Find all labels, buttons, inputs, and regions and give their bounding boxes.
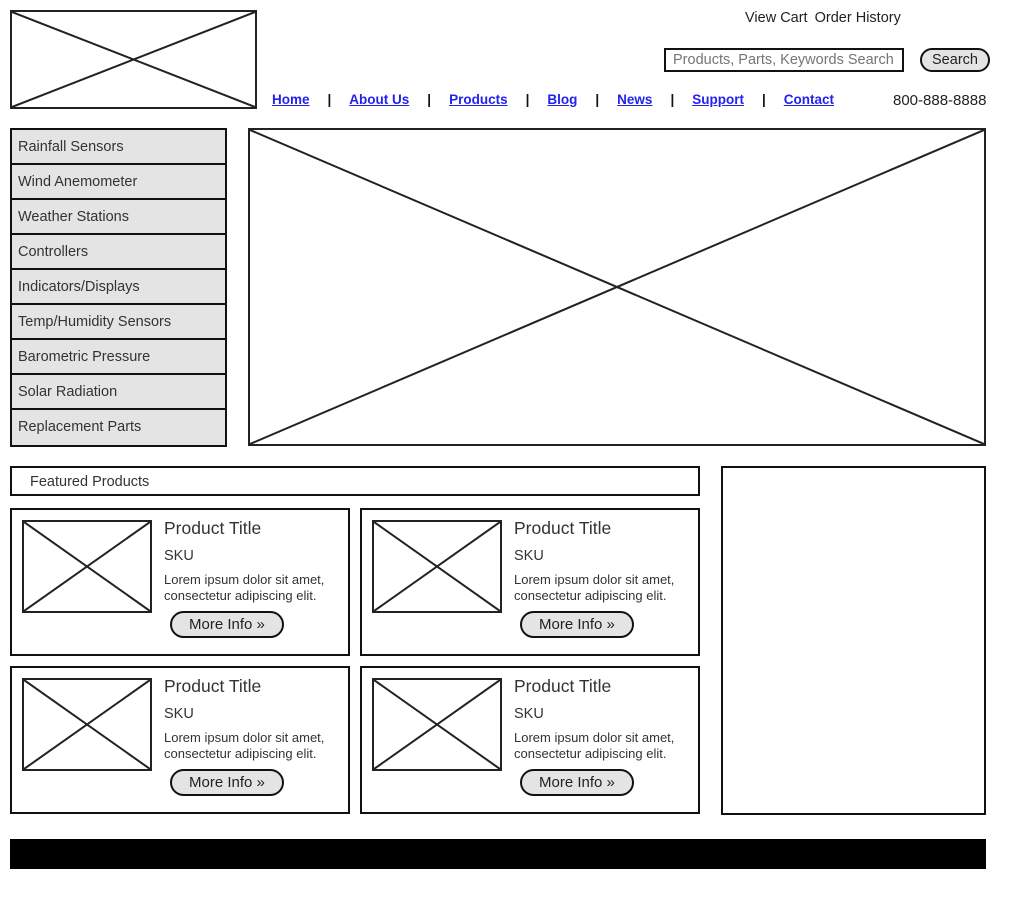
nav-item-blog[interactable]: Blog [547, 92, 578, 107]
image-placeholder-cross-icon [374, 680, 500, 769]
product-thumbnail-placeholder[interactable] [372, 520, 502, 613]
featured-products-header: Featured Products [10, 466, 700, 496]
sidebar-item-replacement-parts[interactable]: Replacement Parts [12, 410, 225, 445]
product-thumbnail-placeholder[interactable] [22, 678, 152, 771]
main-navigation: Home | About Us | Products | Blog | News… [272, 92, 834, 107]
product-description: Lorem ipsum dolor sit amet, consectetur … [514, 730, 675, 761]
product-card-body: Product Title SKU Lorem ipsum dolor sit … [164, 675, 340, 796]
order-history-link[interactable]: Order History [814, 10, 901, 26]
product-description: Lorem ipsum dolor sit amet, consectetur … [514, 572, 675, 603]
sidebar-item-indicators-displays[interactable]: Indicators/Displays [12, 270, 225, 305]
product-thumbnail-placeholder[interactable] [372, 678, 502, 771]
more-info-button[interactable]: More Info » [170, 769, 284, 796]
sidebar-item-temp-humidity-sensors[interactable]: Temp/Humidity Sensors [12, 305, 225, 340]
hero-banner-placeholder[interactable] [248, 128, 986, 446]
product-sku: SKU [514, 706, 544, 722]
nav-item-support[interactable]: Support [692, 92, 744, 107]
more-info-button[interactable]: More Info » [520, 769, 634, 796]
product-card-body: Product Title SKU Lorem ipsum dolor sit … [164, 517, 340, 638]
nav-separator: | [595, 92, 600, 107]
product-thumbnail-placeholder[interactable] [22, 520, 152, 613]
product-sku: SKU [164, 548, 194, 564]
sidebar-item-solar-radiation[interactable]: Solar Radiation [12, 375, 225, 410]
product-card[interactable]: Product Title SKU Lorem ipsum dolor sit … [10, 508, 350, 656]
sidebar-item-barometric-pressure[interactable]: Barometric Pressure [12, 340, 225, 375]
sidebar-item-wind-anemometer[interactable]: Wind Anemometer [12, 165, 225, 200]
nav-separator: | [427, 92, 432, 107]
image-placeholder-cross-icon [250, 130, 984, 444]
product-title: Product Title [164, 676, 262, 696]
nav-separator: | [670, 92, 675, 107]
nav-item-news[interactable]: News [617, 92, 653, 107]
nav-item-about-us[interactable]: About Us [349, 92, 410, 107]
product-title: Product Title [164, 518, 262, 538]
product-card[interactable]: Product Title SKU Lorem ipsum dolor sit … [360, 508, 700, 656]
category-sidebar: Rainfall Sensors Wind Anemometer Weather… [10, 128, 227, 447]
nav-item-contact[interactable]: Contact [783, 92, 834, 107]
product-card[interactable]: Product Title SKU Lorem ipsum dolor sit … [10, 666, 350, 814]
more-info-button[interactable]: More Info » [520, 611, 634, 638]
view-cart-link[interactable]: View Cart [745, 10, 808, 26]
phone-number: 800-888-8888 [893, 92, 987, 109]
search-input[interactable] [664, 48, 904, 72]
product-card[interactable]: Product Title SKU Lorem ipsum dolor sit … [360, 666, 700, 814]
nav-separator: | [761, 92, 766, 107]
nav-separator: | [327, 92, 332, 107]
nav-item-products[interactable]: Products [449, 92, 508, 107]
product-sku: SKU [164, 706, 194, 722]
product-card-body: Product Title SKU Lorem ipsum dolor sit … [514, 675, 690, 796]
more-info-button[interactable]: More Info » [170, 611, 284, 638]
sidebar-item-weather-stations[interactable]: Weather Stations [12, 200, 225, 235]
footer-bar [10, 839, 986, 869]
product-title: Product Title [514, 518, 612, 538]
image-placeholder-cross-icon [24, 680, 150, 769]
product-title: Product Title [514, 676, 612, 696]
nav-item-home[interactable]: Home [272, 92, 310, 107]
sidebar-item-controllers[interactable]: Controllers [12, 235, 225, 270]
right-sidebar-panel [721, 466, 986, 815]
image-placeholder-cross-icon [24, 522, 150, 611]
product-description: Lorem ipsum dolor sit amet, consectetur … [164, 572, 325, 603]
nav-separator: | [525, 92, 530, 107]
sidebar-item-rainfall-sensors[interactable]: Rainfall Sensors [12, 130, 225, 165]
image-placeholder-cross-icon [12, 12, 255, 107]
search-button[interactable]: Search [920, 48, 990, 72]
logo-placeholder[interactable] [10, 10, 257, 109]
image-placeholder-cross-icon [374, 522, 500, 611]
product-description: Lorem ipsum dolor sit amet, consectetur … [164, 730, 325, 761]
product-sku: SKU [514, 548, 544, 564]
account-links: View Cart Order History [745, 10, 904, 26]
product-card-body: Product Title SKU Lorem ipsum dolor sit … [514, 517, 690, 638]
featured-products-grid: Product Title SKU Lorem ipsum dolor sit … [10, 508, 700, 814]
